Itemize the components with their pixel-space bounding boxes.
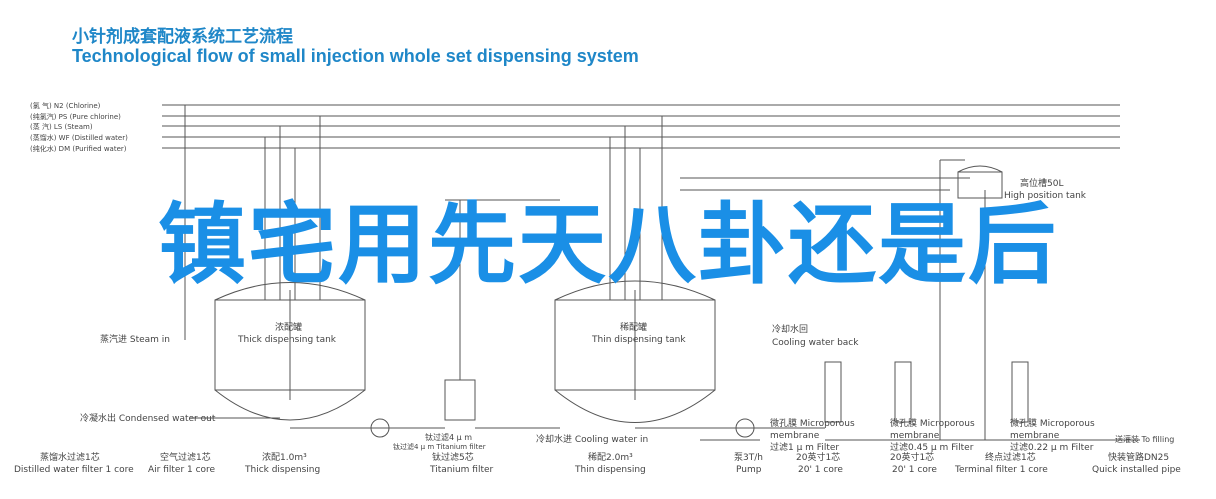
bottom-label-6-en: 20' 1 core: [798, 465, 843, 475]
bottom-label-5-en: Pump: [736, 465, 762, 475]
bottom-label-7-cn: 20英寸1芯: [890, 451, 934, 463]
thick-tank-bottom: [214, 389, 366, 421]
supply-label-1: (纯氯汽) PS (Pure chlorine): [30, 112, 121, 121]
bottom-label-2-en: Thick dispensing: [244, 465, 320, 475]
micro1-label-cn: 微孔膜 Microporous: [770, 417, 855, 429]
steam-in-label: 蒸汽进 Steam in: [100, 333, 170, 345]
bottom-label-0-cn: 蒸馏水过滤1芯: [40, 451, 100, 463]
thick-tank-label-cn: 浓配罐: [275, 321, 302, 333]
bottom-label-0-en: Distilled water filter 1 core: [14, 465, 134, 475]
micro1-label-sub: 过滤1 μ m Filter: [770, 441, 839, 453]
titanium-filter: [444, 379, 476, 421]
bottom-label-2-cn: 浓配1.0m³: [262, 452, 307, 463]
cooling-back-label-en: Cooling water back: [772, 338, 859, 348]
piping: [162, 104, 1140, 441]
thin-tank-bottom: [554, 389, 716, 423]
thin-tank-top: [554, 280, 716, 301]
bottom-label-1-cn: 空气过滤1芯: [160, 451, 211, 463]
cooling-in-label: 冷却水进 Cooling water in: [536, 433, 648, 445]
thin-tank-label-cn: 稀配罐: [620, 321, 647, 333]
ti-filter-mid-label: 钛过滤4 μ m Titanium filter: [393, 442, 486, 451]
bottom-label-1-en: Air filter 1 core: [148, 465, 216, 475]
thick-tank-top: [214, 282, 366, 301]
micro-filter-3: [1011, 361, 1029, 423]
micro-filter-2: [894, 361, 912, 423]
supply-label-3: (蒸馏水) WF (Distilled water): [30, 133, 128, 142]
high-position-tank: [957, 171, 1003, 199]
title-cn: 小针剂成套配液系统工艺流程: [72, 27, 293, 47]
supply-label-0: (氯 气) N2 (Chlorine): [30, 101, 101, 110]
high-tank-top: [957, 165, 1003, 173]
micro2-label-en: membrane: [890, 431, 940, 441]
micro1-label-en: membrane: [770, 431, 820, 441]
bottom-label-8-cn: 终点过滤1芯: [985, 451, 1036, 463]
to-filling-label: 送灌装 To filling: [1115, 434, 1174, 444]
micro3-label-en: membrane: [1010, 431, 1060, 441]
high-tank-label-cn: 高位槽50L: [1020, 177, 1063, 189]
cooling-back-label-cn: 冷却水回: [772, 323, 808, 335]
component-labels: 蒸汽进 Steam in 浓配罐 Thick dispensing tank 稀…: [80, 177, 1174, 453]
micro2-label-cn: 微孔膜 Microporous: [890, 417, 975, 429]
bottom-label-6-cn: 20英寸1芯: [796, 451, 840, 463]
bottom-labels: 蒸馏水过滤1芯 Distilled water filter 1 core 空气…: [14, 451, 1181, 475]
bottom-label-3-en: Titanium filter: [429, 465, 494, 475]
supply-label-4: (纯化水) DM (Purified water): [30, 144, 127, 153]
thin-tank-label-en: Thin dispensing tank: [591, 335, 686, 345]
bottom-label-9-cn: 快装管路DN25: [1108, 451, 1169, 463]
bottom-label-4-cn: 稀配2.0m³: [588, 451, 633, 463]
high-tank-label-en: High position tank: [1004, 191, 1087, 201]
supply-label-2: (蒸 汽) LS (Steam): [30, 122, 93, 131]
micro-filter-1: [824, 361, 842, 423]
title-en: Technological flow of small injection wh…: [72, 46, 639, 66]
ti-filter-top-label: 钛过滤4 μ m: [425, 432, 472, 442]
bottom-label-7-en: 20' 1 core: [892, 465, 937, 475]
micro3-label-sub: 过滤0.22 μ m Filter: [1010, 441, 1094, 453]
micro3-label-cn: 微孔膜 Microporous: [1010, 417, 1095, 429]
bottom-label-5-cn: 泵3T/h: [734, 452, 763, 463]
micro2-label-sub: 过滤0.45 μ m Filter: [890, 441, 974, 453]
bottom-label-4-en: Thin dispensing: [574, 465, 646, 475]
supply-labels: (氯 气) N2 (Chlorine) (纯氯汽) PS (Pure chlor…: [30, 101, 128, 153]
bottom-label-8-en: Terminal filter 1 core: [954, 465, 1048, 475]
bottom-label-9-en: Quick installed pipe: [1092, 465, 1181, 475]
condensed-out-label: 冷凝水出 Condensed water out: [80, 412, 216, 424]
overlay-headline: 镇宅用先天八卦还是后: [157, 193, 1058, 296]
thick-tank-label-en: Thick dispensing tank: [237, 335, 337, 345]
bottom-label-3-cn: 钛过滤5芯: [432, 451, 474, 463]
